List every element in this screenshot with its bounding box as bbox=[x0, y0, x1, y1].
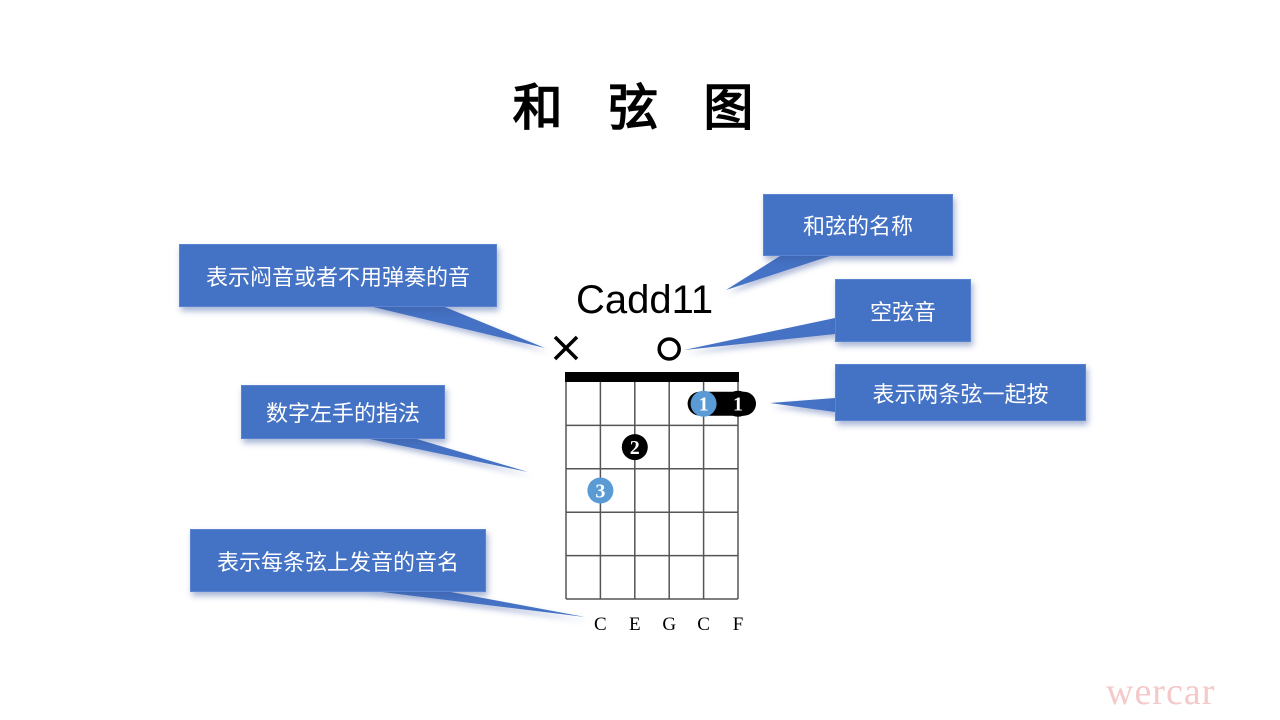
nut bbox=[565, 372, 739, 382]
page-title: 和 弦 图 bbox=[512, 79, 768, 137]
callout-tail-chord-name bbox=[726, 256, 830, 290]
callout-open-string-text: 空弦音 bbox=[869, 300, 936, 326]
string-note-label: C bbox=[594, 614, 607, 635]
open-string-o-icon bbox=[657, 337, 681, 361]
callout-fingering: 数字左手的指法 bbox=[241, 385, 445, 439]
finger-number: 2 bbox=[630, 437, 640, 459]
callout-muted-text: 表示闷音或者不用弹奏的音 bbox=[205, 265, 470, 291]
callout-barre-text: 表示两条弦一起按 bbox=[872, 382, 1049, 408]
callout-open-string: 空弦音 bbox=[835, 279, 971, 342]
callout-chord-name-text: 和弦的名称 bbox=[802, 215, 913, 240]
string-note-label: C bbox=[697, 614, 710, 635]
callout-tail-fingering bbox=[360, 437, 528, 472]
finger-number: 1 bbox=[733, 394, 743, 416]
string-note-label: G bbox=[662, 614, 677, 635]
callout-muted: 表示闷音或者不用弹奏的音 bbox=[179, 244, 497, 307]
callout-fingering-text: 数字左手的指法 bbox=[265, 402, 420, 427]
callout-note-names-text: 表示每条弦上发音的音名 bbox=[216, 550, 459, 576]
finger-number: 1 bbox=[699, 394, 709, 416]
fretboard bbox=[553, 335, 739, 600]
finger-mark: 1 bbox=[690, 390, 717, 417]
string-note-label: E bbox=[628, 614, 641, 635]
callout-tail-notes bbox=[365, 590, 585, 617]
string-note-label: F bbox=[732, 614, 744, 635]
finger-mark: 1 bbox=[725, 390, 751, 417]
callout-tail-open bbox=[684, 318, 835, 350]
callout-tail-muted bbox=[365, 305, 545, 348]
finger-marks: 1 1 2 3 bbox=[587, 390, 756, 504]
callout-barre: 表示两条弦一起按 bbox=[835, 364, 1086, 421]
finger-mark: 3 bbox=[587, 477, 614, 504]
callout-note-names: 表示每条弦上发音的音名 bbox=[190, 529, 486, 592]
watermark: wercar bbox=[1106, 671, 1216, 713]
callout-chord-name: 和弦的名称 bbox=[763, 194, 953, 256]
chord-name: Cadd11 bbox=[576, 278, 714, 322]
muted-x-icon bbox=[553, 335, 579, 361]
finger-number: 3 bbox=[595, 481, 605, 503]
finger-mark: 2 bbox=[621, 434, 648, 461]
callout-tail-barre bbox=[770, 398, 835, 412]
